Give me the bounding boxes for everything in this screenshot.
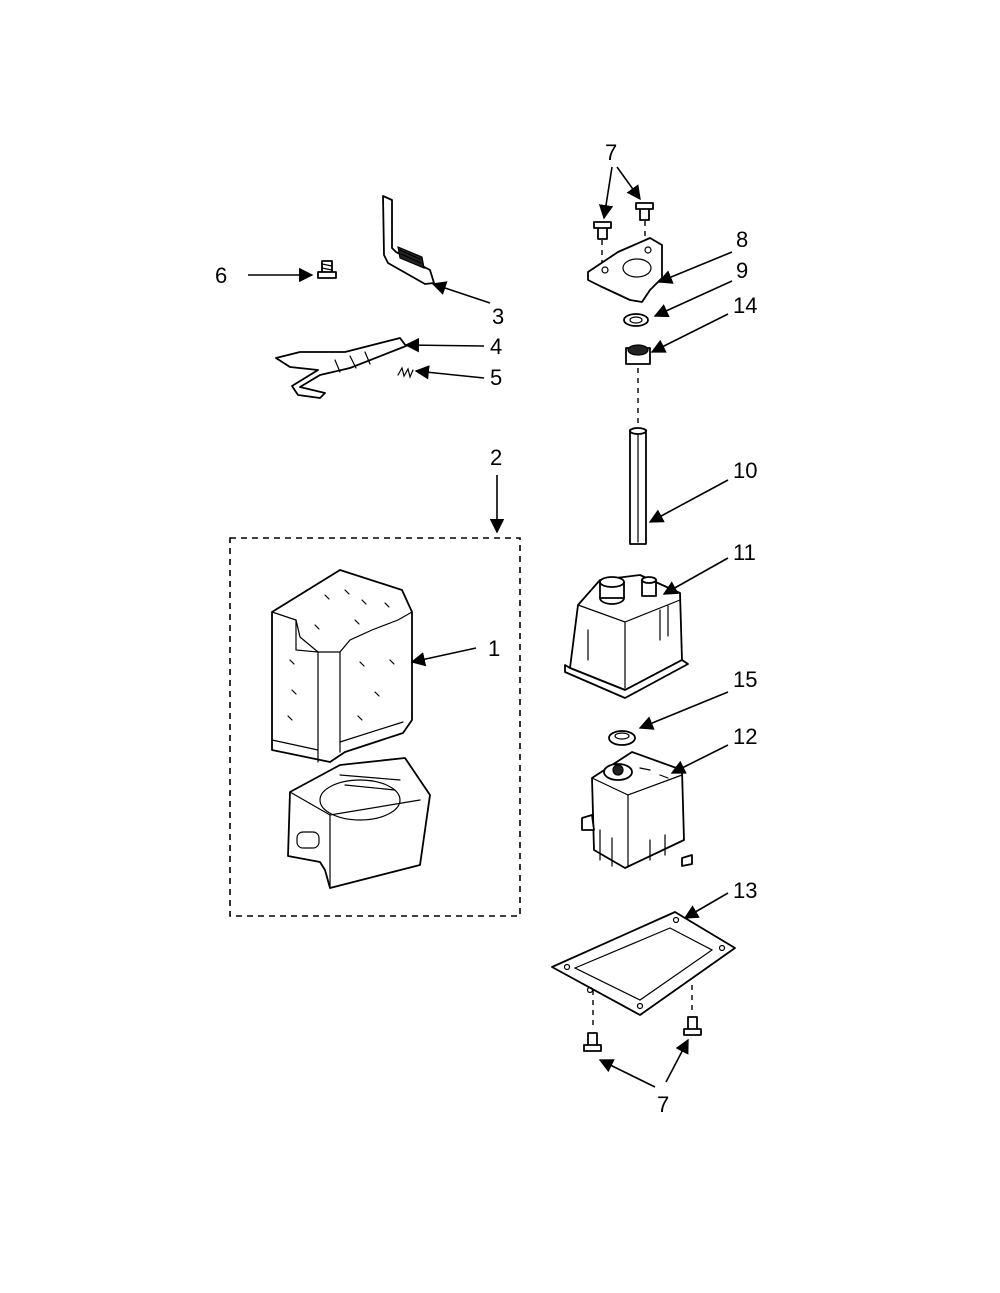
leader-9 [653, 280, 733, 318]
assembly-2-box [229, 537, 521, 917]
part-7-screws-top [593, 202, 654, 266]
callout-2: 2 [490, 445, 502, 470]
part-12-motor [581, 751, 693, 869]
leader-7b [616, 166, 641, 201]
callout-12: 12 [733, 724, 757, 749]
callout-14: 14 [733, 293, 757, 318]
callout-1: 1 [488, 636, 500, 661]
part-11-housing [564, 574, 689, 699]
leader-11 [662, 557, 729, 595]
part-8-plate [587, 237, 663, 303]
leader-12 [670, 744, 729, 774]
leader-1 [410, 647, 477, 667]
callout-7-top: 7 [605, 140, 617, 165]
callout-9: 9 [736, 258, 748, 283]
leader-7c [598, 1059, 656, 1088]
callout-6: 6 [215, 263, 227, 288]
part-3-bracket [382, 195, 435, 285]
callout-11: 11 [733, 540, 756, 565]
part-15-cap [608, 730, 636, 746]
part-14-bushing [625, 344, 651, 365]
part-7-screws-bottom [583, 985, 702, 1052]
leader-8 [657, 251, 733, 284]
leader-14 [650, 313, 729, 353]
callout-4: 4 [490, 334, 502, 359]
leader-7a [598, 166, 614, 220]
callout-15: 15 [733, 667, 757, 692]
leader-10 [648, 479, 729, 523]
callout-10: 10 [733, 458, 757, 483]
leader-15 [638, 691, 729, 730]
callout-7-bottom: 7 [657, 1092, 669, 1117]
callout-13: 13 [733, 878, 757, 903]
part-4-lever [275, 337, 407, 399]
callout-8: 8 [736, 227, 748, 252]
leader-3 [431, 281, 491, 304]
leader-4 [404, 337, 485, 353]
callout-3: 3 [492, 304, 504, 329]
leader-5 [414, 365, 485, 380]
part-9-ring [623, 313, 649, 327]
part-1-housing [271, 569, 431, 889]
part-13-gasket [551, 911, 736, 1016]
callout-5: 5 [490, 365, 502, 390]
part-10-shaft [629, 427, 647, 545]
leader-7d [665, 1038, 689, 1083]
part-5-spring [397, 366, 414, 379]
part-6-screw [317, 260, 337, 279]
leader-13 [683, 892, 729, 919]
